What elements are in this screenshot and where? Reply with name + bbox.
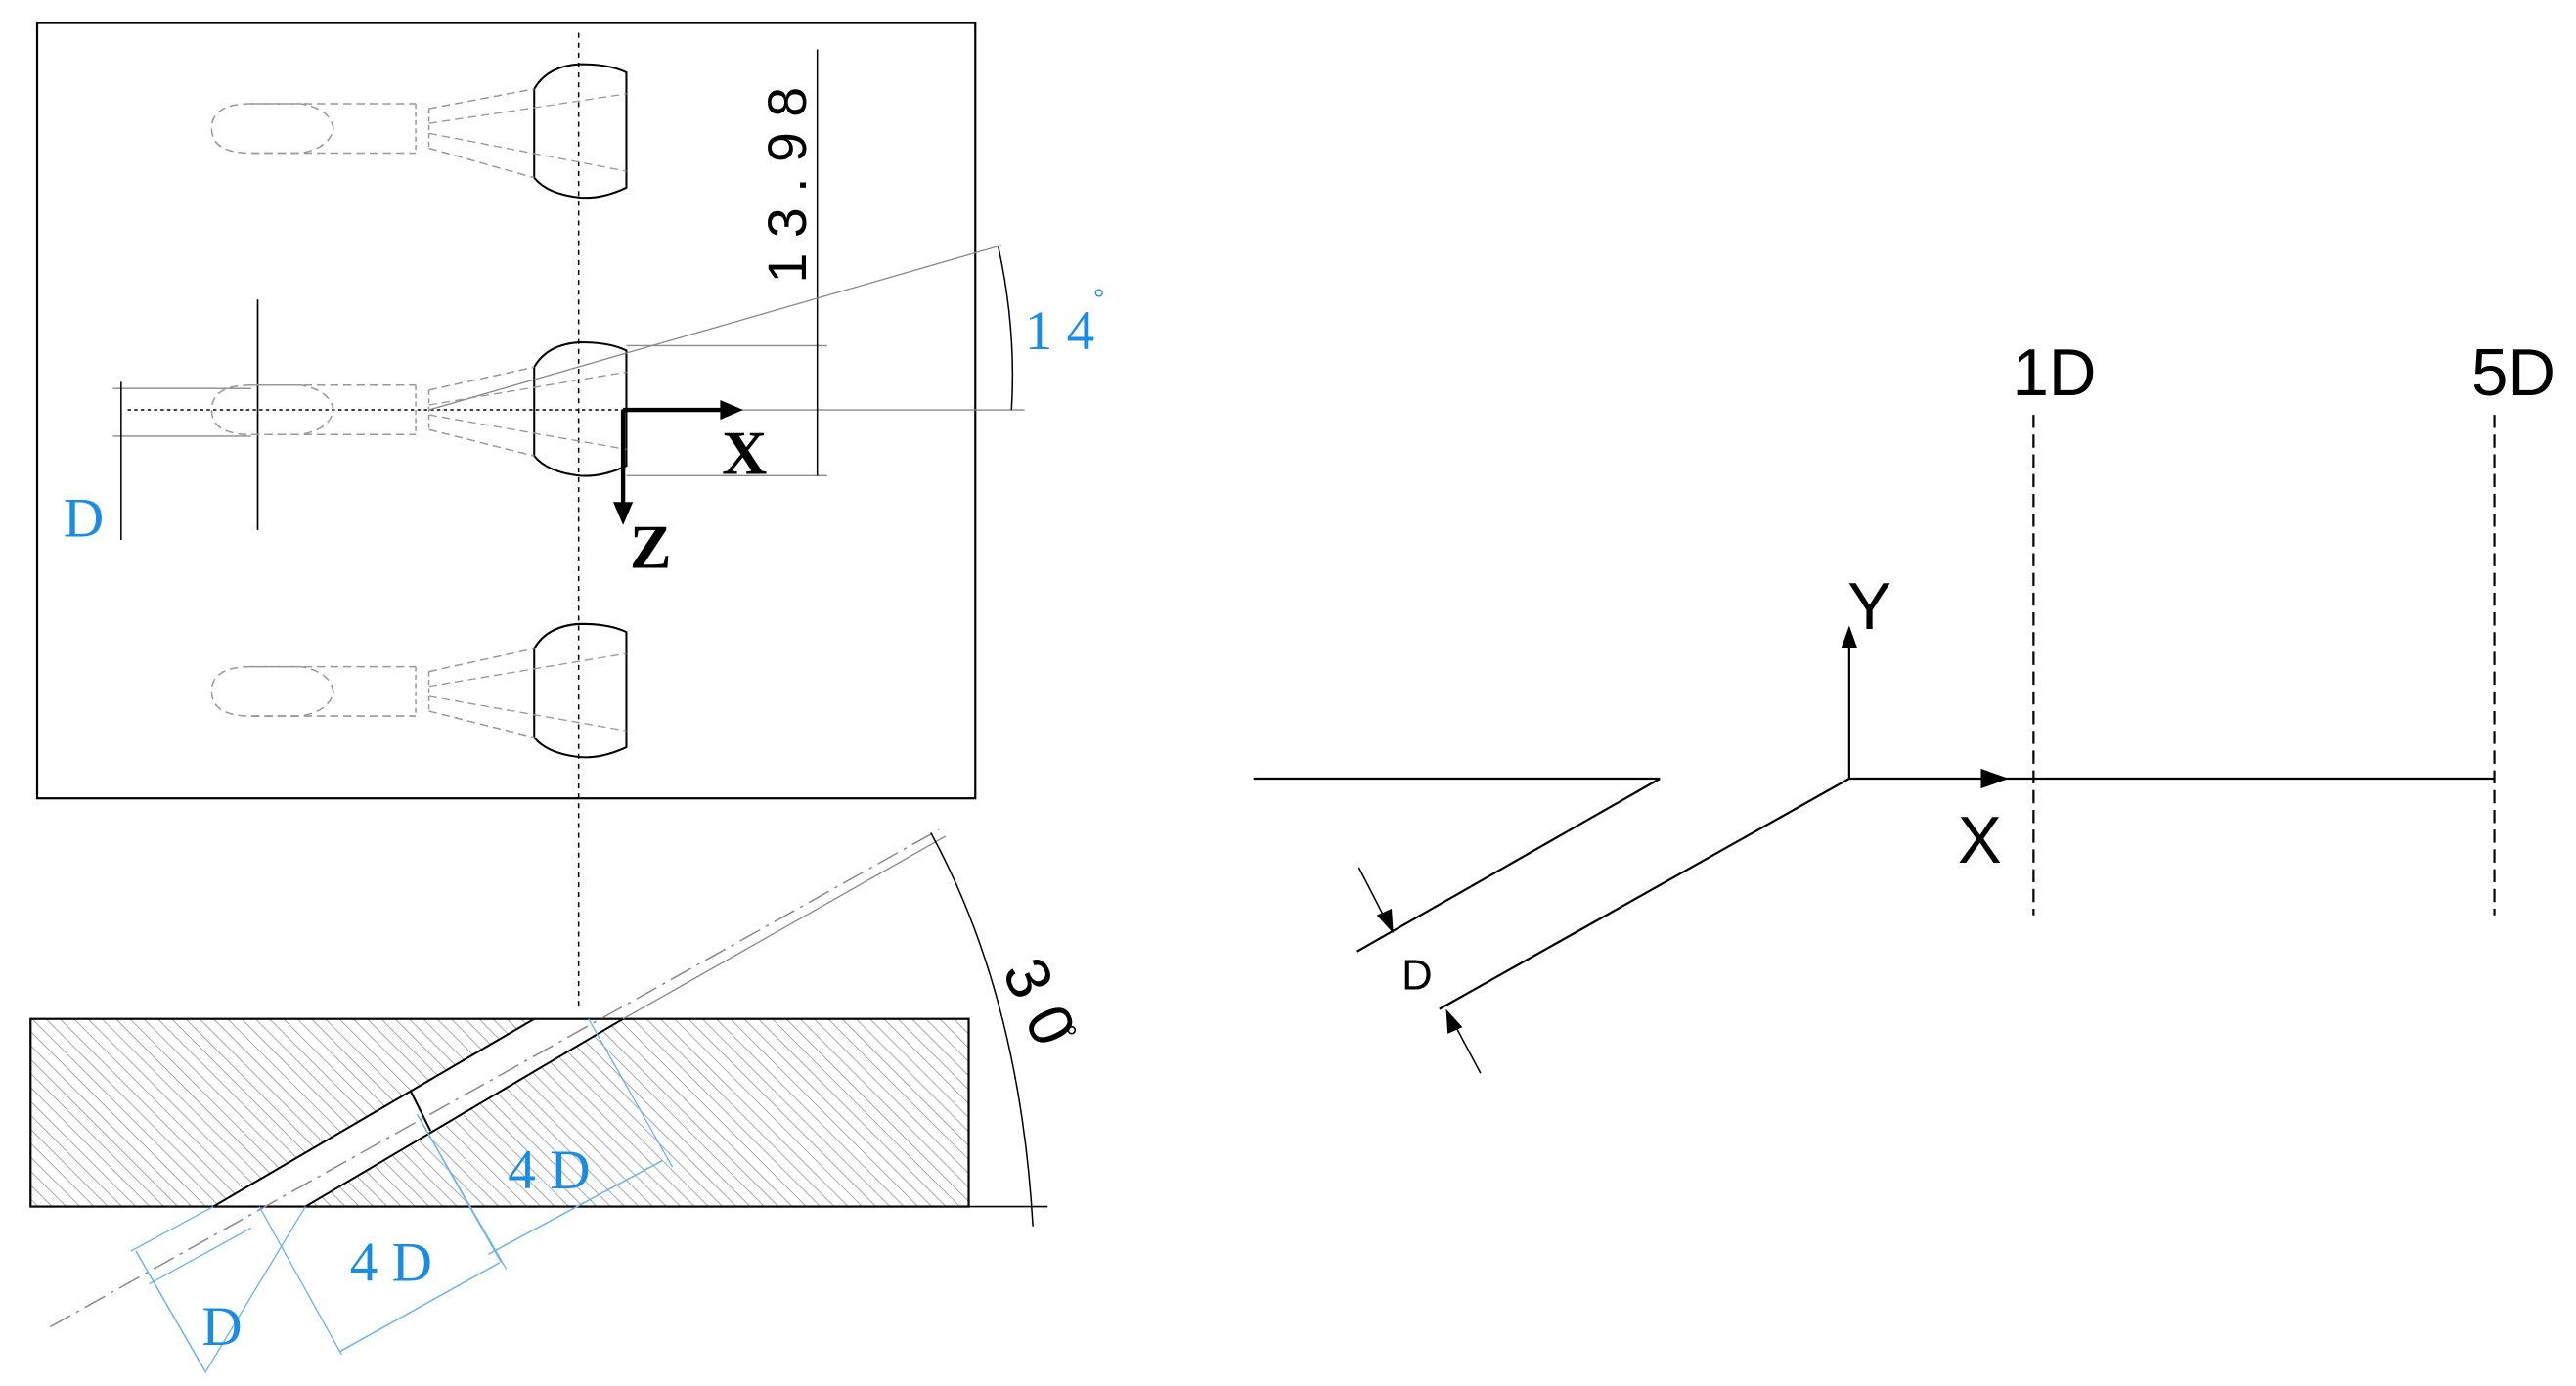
- schematic-d-arrowhead-lower: [1445, 1008, 1463, 1034]
- angle-14-label: 1 4: [1025, 300, 1095, 362]
- hole-wall-right: [304, 1017, 624, 1208]
- lower-4d-dim-line: [339, 1262, 501, 1353]
- hole-center-fan-3: [428, 371, 627, 406]
- z-axis-arrowhead: [613, 502, 634, 525]
- hole-center-fan-2: [428, 428, 535, 457]
- station-1d-label: 1D: [2012, 336, 2096, 410]
- hole-bore: [213, 1018, 624, 1207]
- top-view-d-label: D: [64, 488, 104, 550]
- hole-bottom-exit: [533, 622, 628, 759]
- hole-top-inlet: [210, 103, 334, 155]
- schematic-d-arrow-upper: [1357, 867, 1388, 922]
- hole-bottom-fan-3: [428, 652, 627, 688]
- hole-bottom-fan-1: [428, 648, 535, 673]
- hole-top-fan-4: [428, 132, 627, 172]
- schematic-y-arrowhead: [1841, 625, 1858, 649]
- top-view-frame: [35, 22, 977, 800]
- angle-30-degree: °: [1066, 1021, 1078, 1053]
- schematic-d-arrowhead-upper: [1376, 908, 1394, 934]
- top-view-z-label: Z: [630, 513, 672, 582]
- hole-top-exit: [533, 63, 628, 200]
- hole-top-fan-2: [428, 147, 535, 179]
- hole-wall-left: [212, 1017, 535, 1208]
- schematic-x-arrowhead: [1980, 768, 2010, 789]
- angle-14-arc: [998, 246, 1014, 411]
- spacing-label: 1 3 . 9 8: [757, 87, 818, 284]
- section-d-ext-2: [204, 1206, 306, 1373]
- hole-section-centerline: [50, 828, 940, 1328]
- x-axis-arrowhead: [720, 399, 743, 421]
- hole-center-exit: [533, 341, 628, 477]
- side-schematic: D Y X 1D 5D: [1253, 336, 2555, 1074]
- upper-4d-ext-2: [588, 1018, 674, 1168]
- schematic-hole-wall-upper: [1356, 778, 1661, 953]
- hole-top-fan-1: [428, 88, 535, 110]
- upper-4d-label: 4 D: [508, 1140, 590, 1201]
- angle-14-ray: [428, 245, 1002, 411]
- top-view-x-label: X: [722, 419, 767, 488]
- hole-top: [210, 63, 628, 200]
- top-view: D 1 3 . 9 8 1 4 ° X Z: [35, 22, 1104, 1007]
- section-d-dim-cross: [149, 1227, 252, 1285]
- lower-4d-ext-2: [417, 1113, 508, 1270]
- hole-top-fan-3: [428, 93, 627, 124]
- hole-center-inlet: [210, 384, 334, 436]
- section-view: 3 0 ° 4 D 4 D D: [29, 828, 1089, 1373]
- schematic-d-label: D: [1401, 951, 1433, 999]
- angle-30-ray-ext: [622, 835, 947, 1020]
- lower-4d-ext-1: [258, 1206, 342, 1356]
- angle-14-degree: °: [1093, 283, 1104, 312]
- hole-bottom-inlet: [210, 665, 334, 717]
- schematic-y-label: Y: [1847, 570, 1891, 644]
- section-d-ext-1: [130, 1205, 214, 1252]
- angle-30-arc: [930, 832, 1034, 1227]
- plate-section-outline: [29, 1017, 970, 1208]
- hole-bottom: [210, 622, 628, 759]
- hole-center-fan-4: [428, 414, 627, 451]
- station-5d-label: 5D: [2471, 336, 2555, 410]
- schematic-hole-wall-lower: [1439, 778, 1850, 1010]
- schematic-x-label: X: [1958, 804, 2002, 877]
- hole-bottom-fan-2: [428, 710, 535, 738]
- hole-bottom-fan-4: [428, 695, 627, 732]
- upper-4d-dim-line: [487, 1159, 663, 1256]
- hole-center-fan-1: [428, 366, 535, 391]
- section-d-dim-line: [135, 1250, 206, 1372]
- section-d-label: D: [201, 1296, 242, 1358]
- diffuser-start-line: [410, 1091, 432, 1132]
- lower-4d-label: 4 D: [350, 1231, 432, 1293]
